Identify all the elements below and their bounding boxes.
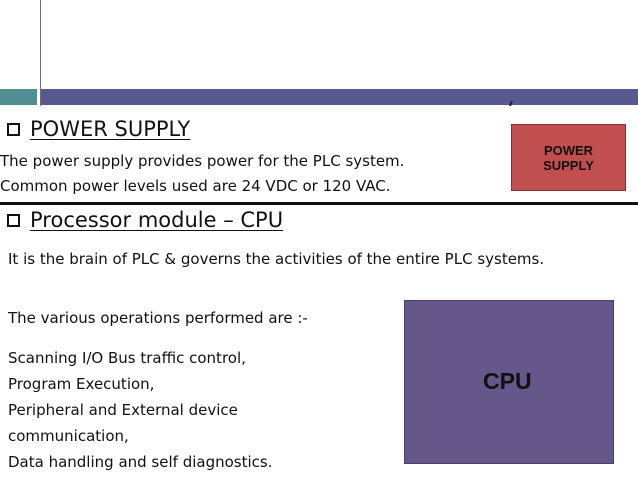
power-supply-heading: POWER SUPPLY [7,117,190,141]
list-item: Peripheral and External device [8,401,238,419]
header-divider-line [40,0,41,106]
section-divider [0,202,638,205]
operations-list: Scanning I/O Bus traffic control, Progra… [8,345,272,475]
power-supply-box-label-line-1: POWER [543,142,594,158]
checkbox-bullet-icon [7,122,20,136]
header-blue-bar [41,89,638,105]
power-supply-description-line-2: Common power levels used are 24 VDC or 1… [0,177,391,195]
cpu-box-label: CPU [483,368,532,394]
processor-description: It is the brain of PLC & governs the act… [8,250,545,268]
list-item: Program Execution, [8,375,155,393]
processor-heading-text: Processor module – CPU [30,208,284,232]
list-item: Data handling and self diagnostics. [8,453,273,471]
power-supply-heading-text: POWER SUPPLY [30,117,191,141]
power-supply-box-label-line-2: SUPPLY [543,157,594,173]
list-item: Scanning I/O Bus traffic control, [8,349,246,367]
checkbox-bullet-icon [7,213,20,227]
power-supply-box: POWER SUPPLY [511,124,626,191]
cpu-box: CPU [404,300,614,464]
processor-heading: Processor module – CPU [7,208,283,232]
header-teal-bar [0,89,37,105]
list-item: communication, [8,427,129,445]
operations-intro: The various operations performed are :- [8,309,308,327]
power-supply-description-line-1: The power supply provides power for the … [0,152,405,170]
